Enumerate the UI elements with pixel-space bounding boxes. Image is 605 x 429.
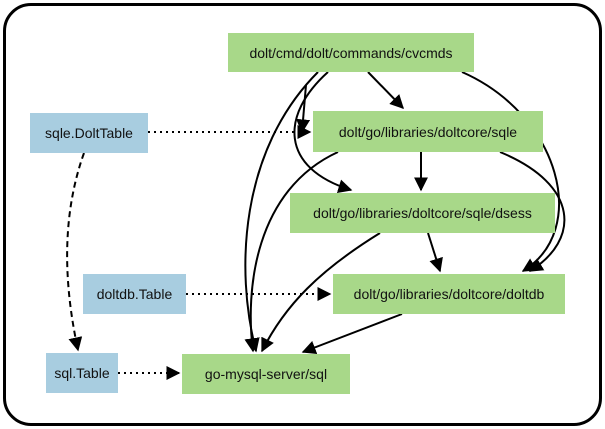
edge-cvcmds-dsess bbox=[293, 71, 353, 193]
edge-cvcmds-sqle-inner bbox=[296, 84, 311, 134]
node-label: sql.Table bbox=[54, 365, 110, 381]
edge-dsess-doltdb bbox=[427, 232, 443, 273]
edge-dolttable-sqltable bbox=[66, 152, 85, 352]
node-label: go-mysql-server/sql bbox=[204, 366, 328, 382]
node-sqle: dolt/go/libraries/doltcore/sqle bbox=[313, 111, 543, 152]
edge-cvcmds-sqle bbox=[367, 71, 404, 110]
node-label: dolt/go/libraries/doltcore/doltdb bbox=[353, 286, 545, 302]
node-label: doltdb.Table bbox=[96, 286, 173, 302]
edge-cvcmds-gms bbox=[244, 71, 319, 353]
node-label: dolt/go/libraries/doltcore/sqle bbox=[338, 123, 518, 140]
edge-doltdb-gms bbox=[301, 313, 403, 355]
node-sqle-dolttable: sqle.DoltTable bbox=[30, 113, 148, 153]
node-label: sqle.DoltTable bbox=[45, 125, 133, 141]
node-cvcmds: dolt/cmd/dolt/commands/cvcmds bbox=[228, 33, 474, 72]
edge-sqle-doltdb bbox=[499, 151, 566, 272]
node-go-mysql-server-sql: go-mysql-server/sql bbox=[182, 354, 350, 394]
node-sql-table: sql.Table bbox=[46, 353, 118, 393]
node-dsess: dolt/go/libraries/doltcore/sqle/dsess bbox=[290, 193, 555, 233]
edge-cvcmds-doltdb bbox=[461, 71, 560, 272]
edge-dsess-gms bbox=[261, 232, 381, 353]
node-label: dolt/go/libraries/doltcore/sqle/dsess bbox=[313, 205, 532, 221]
edge-sqle-gms bbox=[244, 151, 339, 353]
node-doltdb-table: doltdb.Table bbox=[83, 274, 186, 314]
node-doltdb: dolt/go/libraries/doltcore/doltdb bbox=[333, 274, 565, 314]
node-label: dolt/cmd/dolt/commands/cvcmds bbox=[249, 44, 453, 61]
